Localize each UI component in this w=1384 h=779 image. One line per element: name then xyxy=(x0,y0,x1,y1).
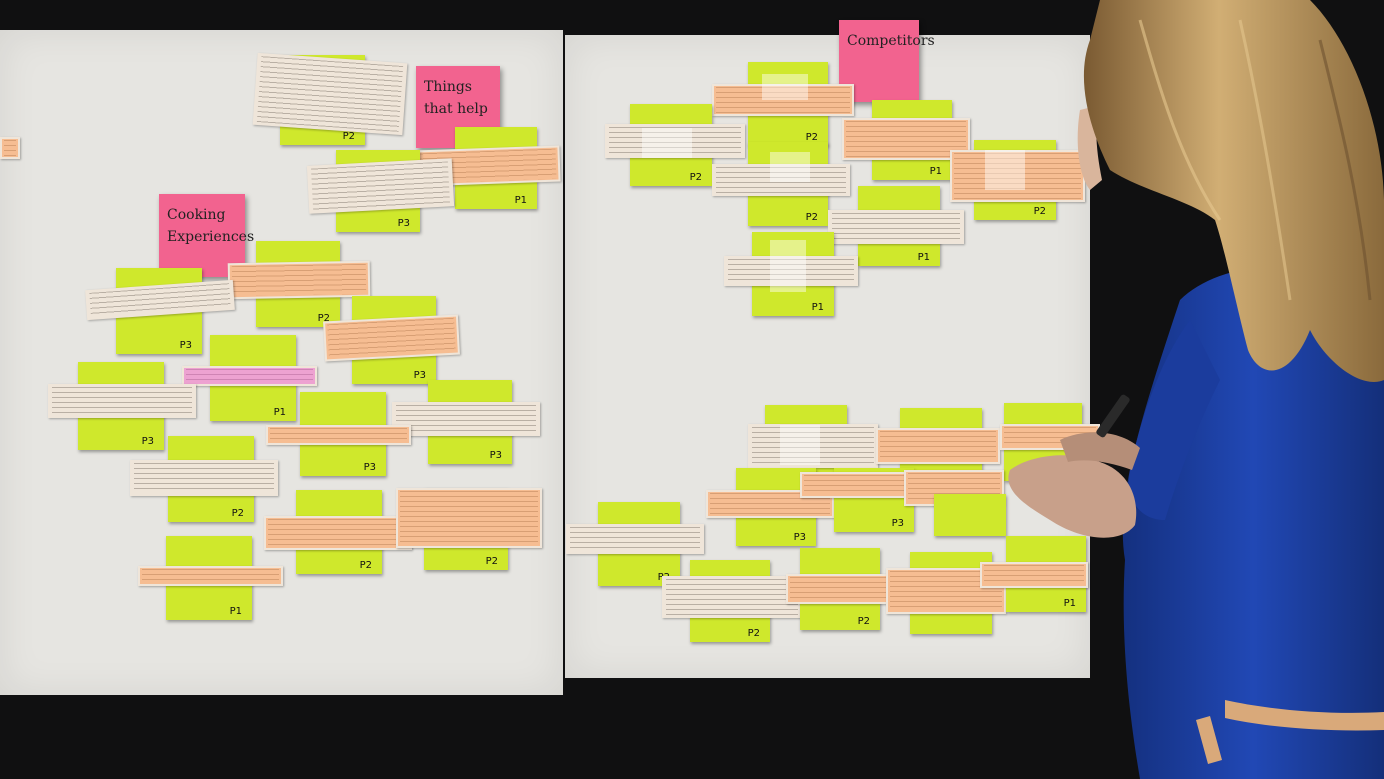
sticky-note xyxy=(934,494,1006,536)
quote-strip xyxy=(980,562,1088,588)
belt-tail xyxy=(1196,716,1222,764)
marker xyxy=(1096,394,1130,438)
participant-tag: P1 xyxy=(514,195,527,206)
tape-piece xyxy=(780,425,820,465)
quote-strip xyxy=(724,256,858,286)
participant-tag: P2 xyxy=(1033,206,1046,217)
participant-tag: P1 xyxy=(917,252,930,263)
participant-tag: P3 xyxy=(413,370,426,381)
participant-tag: P2 xyxy=(485,556,498,567)
header-label: Things that help xyxy=(424,79,488,117)
quote-strip xyxy=(264,516,412,550)
hair xyxy=(1083,0,1384,382)
participant-tag: P3 xyxy=(891,518,904,529)
belt xyxy=(1225,700,1384,731)
arm xyxy=(1129,320,1220,520)
participant-tag: P1 xyxy=(273,407,286,418)
quote-strip xyxy=(323,314,460,362)
quote-strip xyxy=(605,124,745,158)
quote-strip xyxy=(712,164,850,196)
quote-strip xyxy=(876,428,1000,464)
participant-tag: P2 xyxy=(359,560,372,571)
participant-tag: P1 xyxy=(229,606,242,617)
participant-tag: P3 xyxy=(489,450,502,461)
participant-tag: P3 xyxy=(397,218,410,229)
participant-tag: P2 xyxy=(231,508,244,519)
participant-tag: P1 xyxy=(1063,598,1076,609)
quote-strip xyxy=(828,210,964,244)
quote-strip xyxy=(786,574,890,604)
quote-strip xyxy=(252,52,408,136)
participant-tag: P2 xyxy=(317,313,330,324)
quote-strip xyxy=(396,488,542,548)
participant-tag: P1 xyxy=(929,166,942,177)
participant-tag: P3 xyxy=(793,532,806,543)
quote-strip xyxy=(800,472,910,498)
hands xyxy=(1008,455,1137,538)
quote-strip xyxy=(842,118,970,160)
quote-strip xyxy=(662,576,802,618)
quote-strip xyxy=(950,150,1085,202)
participant-tag: P1 xyxy=(811,302,824,313)
quote-strip xyxy=(0,137,20,159)
hand-upper xyxy=(1060,432,1140,470)
tape-piece xyxy=(770,152,810,182)
quote-strip xyxy=(182,366,317,386)
tape-piece xyxy=(762,74,808,100)
quote-strip xyxy=(748,424,878,468)
quote-strip xyxy=(227,260,371,300)
tape-piece xyxy=(985,150,1025,190)
participant-tag: P2 xyxy=(857,616,870,627)
quote-strip xyxy=(712,84,854,116)
participant-tag: P3 xyxy=(141,436,154,447)
quote-strip xyxy=(266,425,411,445)
participant-tag: P2 xyxy=(805,132,818,143)
participant-tag: P2 xyxy=(689,172,702,183)
tape-piece xyxy=(642,128,692,158)
participant-tag: P2 xyxy=(342,131,355,142)
person-figure xyxy=(1008,0,1384,779)
participant-tag: P2 xyxy=(747,628,760,639)
quote-strip xyxy=(392,402,540,436)
tape-piece xyxy=(770,240,806,292)
header-label: Competitors xyxy=(847,33,935,49)
quote-strip xyxy=(306,158,455,214)
quote-strip xyxy=(130,460,278,496)
header-label: Cooking Experiences xyxy=(167,207,255,245)
quote-strip xyxy=(138,566,283,586)
participant-tag: P3 xyxy=(363,462,376,473)
quote-strip xyxy=(566,524,704,554)
participant-tag: P3 xyxy=(179,340,192,351)
quote-strip xyxy=(48,384,196,418)
participant-tag: P2 xyxy=(805,212,818,223)
